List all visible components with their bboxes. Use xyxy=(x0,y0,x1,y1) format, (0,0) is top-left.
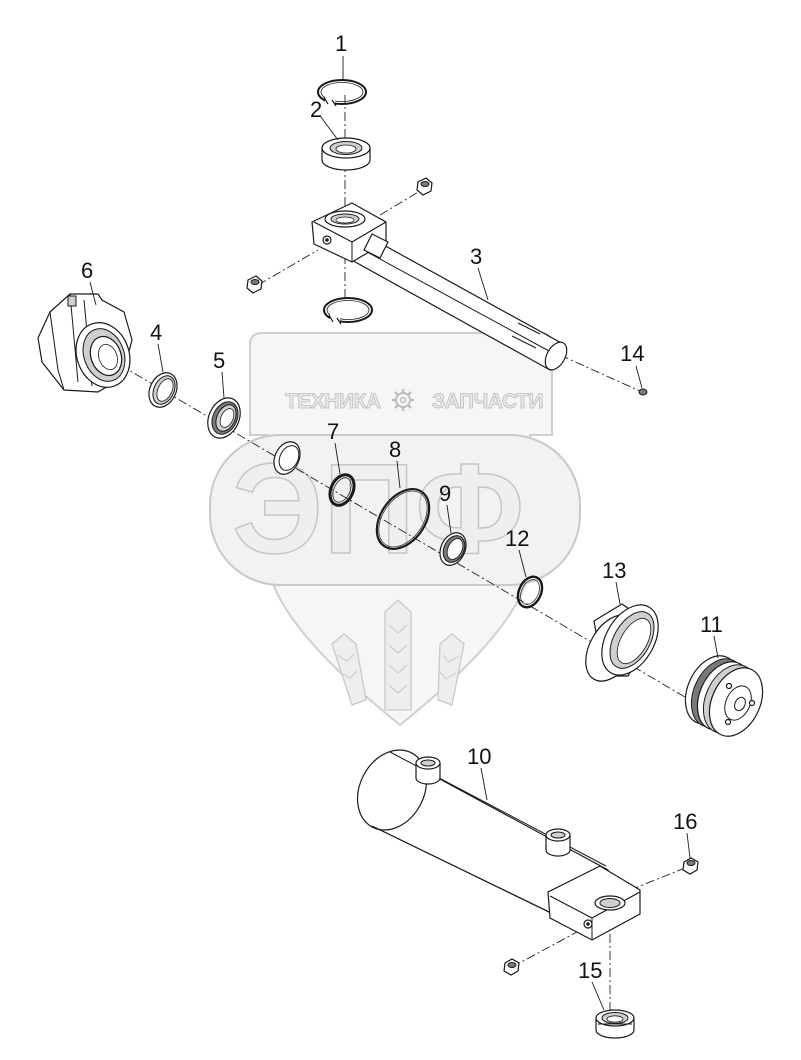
callout-14: 14 xyxy=(620,341,644,366)
callout-12: 12 xyxy=(505,526,529,551)
eye-screw-left xyxy=(246,275,263,294)
callout-11: 11 xyxy=(700,612,723,637)
callout-5: 5 xyxy=(213,348,225,373)
part-10-cylinder-barrel xyxy=(356,749,641,941)
leader-lines xyxy=(89,56,719,1011)
part-5-wiper-seal xyxy=(207,397,241,439)
watermark-right-text: ЗАПЧАСТИ xyxy=(432,390,543,413)
part-11-piston xyxy=(684,655,764,737)
part-9-piston-seal xyxy=(439,532,467,566)
part-6-gland xyxy=(37,293,133,393)
callout-6: 6 xyxy=(81,258,93,283)
callout-1: 1 xyxy=(335,31,347,56)
callout-13: 13 xyxy=(602,558,626,583)
wheat-icon xyxy=(331,599,465,711)
part-15-bushing xyxy=(595,1009,635,1039)
callout-16: 16 xyxy=(673,809,697,834)
part-14-pin xyxy=(638,388,648,396)
callout-3: 3 xyxy=(470,244,482,269)
part-4-seal-ring xyxy=(148,372,178,408)
callout-2: 2 xyxy=(310,97,322,122)
part-3-piston-rod xyxy=(311,202,568,371)
part-7-o-ring xyxy=(328,473,356,507)
part-1-retaining-ring xyxy=(317,79,367,107)
part-13-piston-sleeve xyxy=(585,603,659,682)
callout-15: 15 xyxy=(578,958,602,983)
part-16-grease-nipple xyxy=(682,857,699,875)
part-8-large-o-ring xyxy=(375,488,431,550)
gear-icon xyxy=(392,389,414,411)
rear-eye-screw xyxy=(503,958,520,976)
callout-numbers: 1 2 3 6 4 5 14 7 8 9 12 13 11 10 16 15 xyxy=(81,31,723,983)
callout-9: 9 xyxy=(439,481,451,506)
callout-7: 7 xyxy=(327,419,339,444)
eye-screw-top xyxy=(416,177,433,196)
guide-ring xyxy=(273,441,301,475)
watermark-left-text: ТЕХНИКА xyxy=(285,390,381,413)
callout-8: 8 xyxy=(389,437,401,462)
part-12-o-ring xyxy=(516,575,544,609)
retaining-ring-lower xyxy=(323,297,373,325)
callout-10: 10 xyxy=(467,744,491,769)
part-2-bearing xyxy=(321,137,371,171)
callout-4: 4 xyxy=(150,320,162,345)
